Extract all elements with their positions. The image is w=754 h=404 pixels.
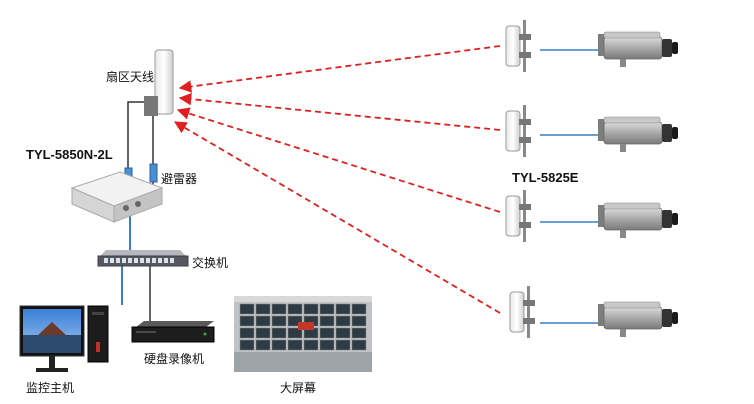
sector-antenna-icon <box>144 49 174 116</box>
camera-icon <box>597 31 679 68</box>
client-model-label: TYL-5825E <box>512 170 579 185</box>
sector-antenna-label: 扇区天线 <box>106 70 155 84</box>
wireless-link-2 <box>178 92 501 131</box>
network-switch-icon <box>97 250 189 267</box>
camera-icon <box>597 301 679 338</box>
big-screen-label: 大屏幕 <box>280 381 317 395</box>
cables <box>121 49 600 325</box>
wireless-link-1 <box>178 45 501 93</box>
camera-icon <box>597 202 679 239</box>
wireless-link-4 <box>173 121 501 314</box>
cpe-icon <box>505 189 532 243</box>
wireless-links <box>173 45 501 314</box>
monitor-host-label: 监控主机 <box>26 381 75 395</box>
switch-label: 交换机 <box>192 256 229 270</box>
camera-icon <box>597 116 679 153</box>
base-model-label: TYL-5850N-2L <box>26 147 113 162</box>
video-wall-icon <box>234 296 372 372</box>
nvr-label: 硬盘录像机 <box>144 352 205 366</box>
nvr-icon <box>131 321 215 343</box>
ap-unit-icon <box>70 171 164 223</box>
pc-monitor-icon <box>19 305 85 372</box>
cpe-icon <box>505 19 532 73</box>
cpe-icon <box>509 285 536 339</box>
pc-tower-icon <box>87 305 109 363</box>
cpe-icon <box>505 104 532 158</box>
arrester-label: 避雷器 <box>161 172 198 186</box>
wireless-link-3 <box>176 107 501 213</box>
